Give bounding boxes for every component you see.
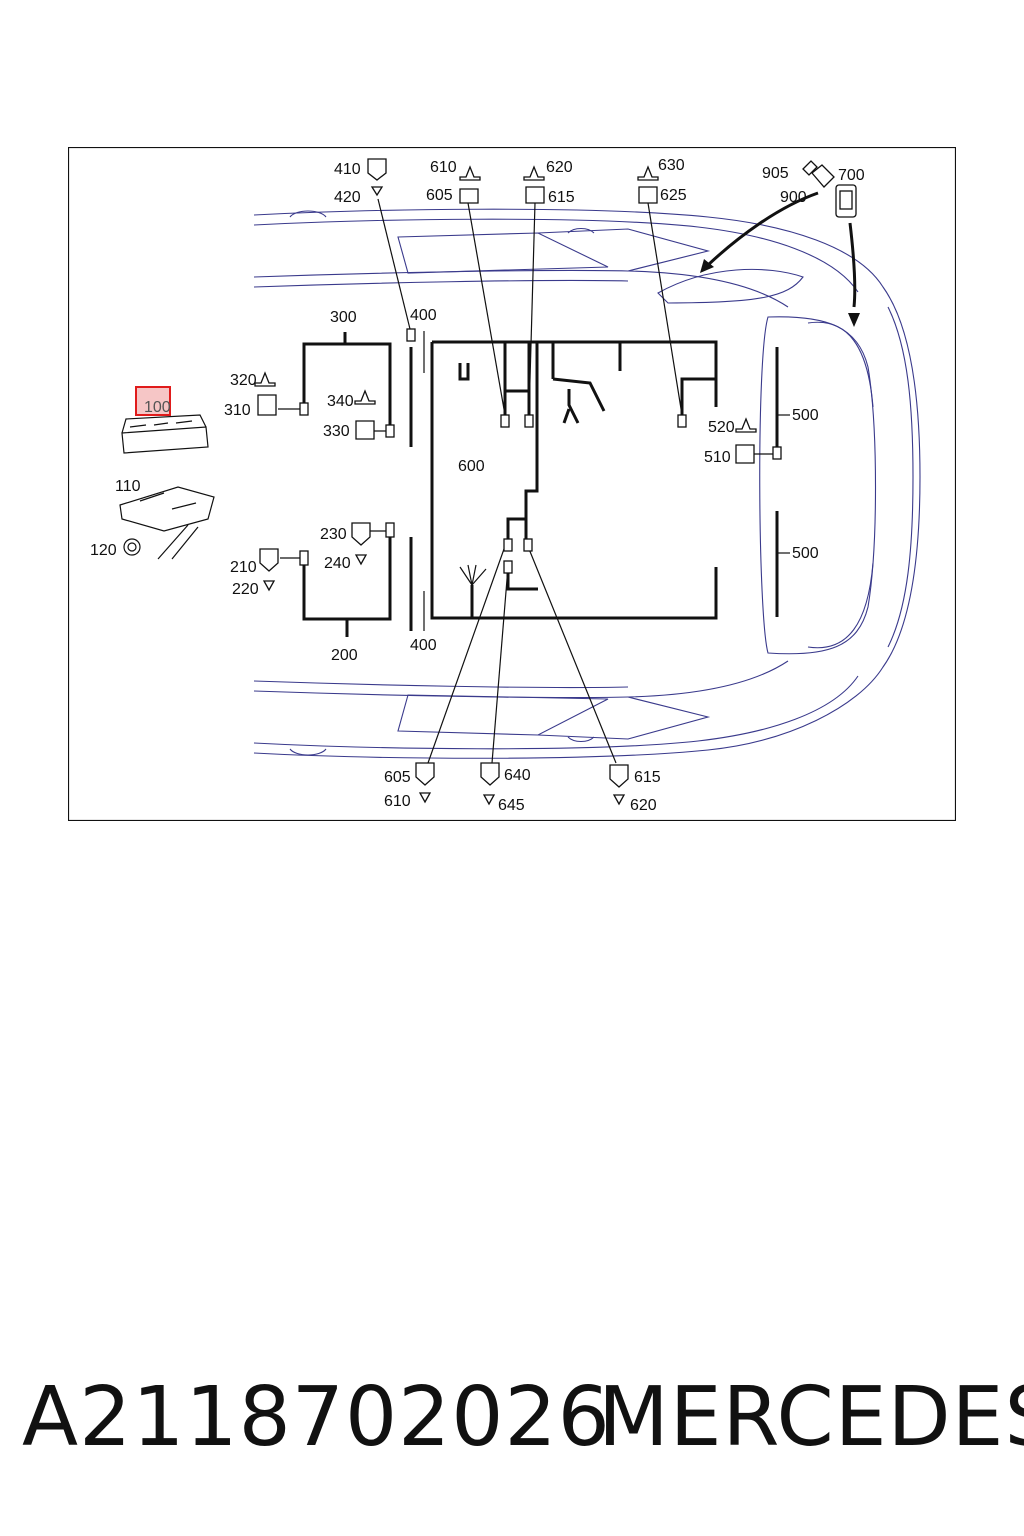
label-605-top: 605 [426, 187, 453, 204]
control-unit-sketch [121, 414, 209, 454]
label-640: 640 [504, 767, 531, 784]
label-520: 520 [708, 419, 735, 436]
label-340: 340 [327, 393, 354, 410]
connector-glyphs [254, 158, 857, 806]
bracket-sketch [119, 486, 215, 560]
label-110: 110 [115, 478, 141, 495]
label-400-top: 400 [410, 307, 437, 324]
label-500-a: 500 [792, 407, 819, 424]
label-610-top: 610 [430, 159, 457, 176]
diagram-labels: 100 410 420 610 605 620 615 630 625 905 … [90, 157, 865, 814]
footer-caption: A2118702026 MERCEDES [0, 1370, 1024, 1470]
label-220: 220 [232, 581, 259, 598]
label-510: 510 [704, 449, 731, 466]
label-600: 600 [458, 458, 485, 475]
label-300: 300 [330, 309, 357, 326]
label-620-top: 620 [546, 159, 573, 176]
brand-name: MERCEDES [598, 1370, 1024, 1465]
wiring-diagram: 100 410 420 610 605 620 615 630 625 905 … [68, 147, 956, 821]
label-905: 905 [762, 165, 789, 182]
label-120: 120 [90, 542, 117, 559]
leader-lines [280, 198, 777, 764]
label-625: 625 [660, 187, 687, 204]
label-100: 100 [144, 399, 171, 416]
harness-600 [430, 340, 718, 620]
label-240: 240 [324, 555, 351, 572]
label-400-bottom: 400 [410, 637, 437, 654]
label-610-bottom: 610 [384, 793, 411, 810]
label-615-bottom: 615 [634, 769, 661, 786]
label-700: 700 [838, 167, 865, 184]
label-330: 330 [323, 423, 350, 440]
callout-arrows [700, 191, 860, 327]
label-645: 645 [498, 797, 525, 814]
harness-200 [302, 535, 392, 637]
label-900: 900 [780, 189, 807, 206]
label-200: 200 [331, 647, 358, 664]
harness-500 [775, 347, 790, 617]
label-310: 310 [224, 402, 251, 419]
part-number: A2118702026 [22, 1370, 611, 1465]
label-210: 210 [230, 559, 257, 576]
highlight-box-100 [135, 386, 171, 416]
harness-400 [409, 331, 425, 631]
label-320: 320 [230, 372, 257, 389]
label-615-top: 615 [548, 189, 575, 206]
label-630: 630 [658, 157, 685, 174]
label-410: 410 [334, 161, 361, 178]
vehicle-outline [253, 208, 921, 759]
diagram-border [68, 147, 956, 821]
label-620-bottom: 620 [630, 797, 657, 814]
inline-connectors [299, 328, 782, 574]
label-420: 420 [334, 189, 361, 206]
label-605-bottom: 605 [384, 769, 411, 786]
label-230: 230 [320, 526, 347, 543]
label-500-b: 500 [792, 545, 819, 562]
